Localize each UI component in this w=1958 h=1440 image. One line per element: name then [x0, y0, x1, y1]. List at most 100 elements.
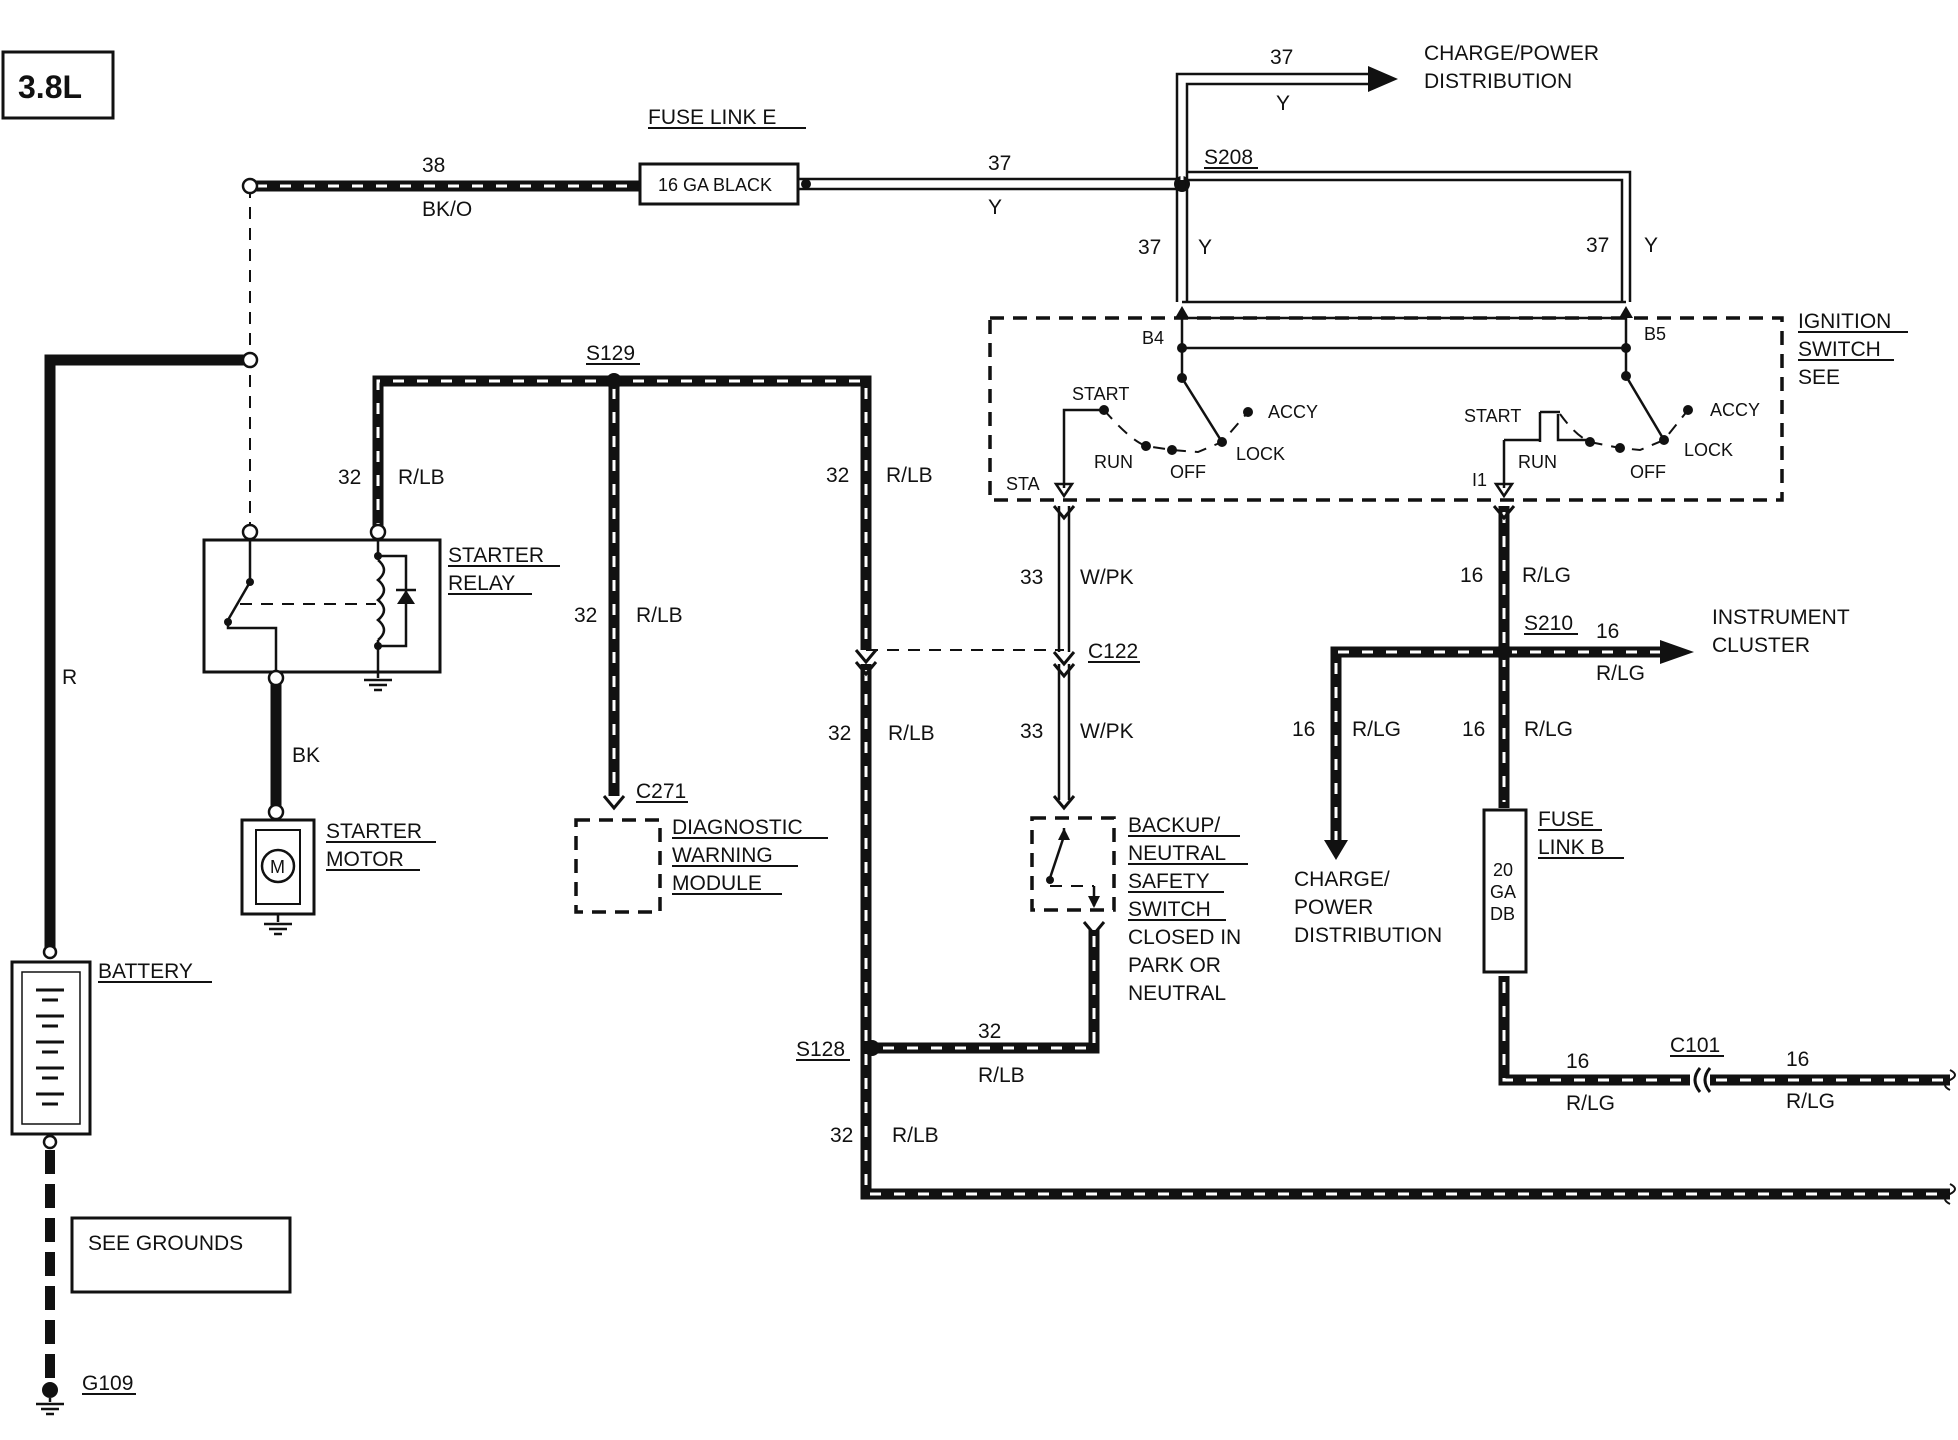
diag-module-title-3: MODULE	[672, 872, 762, 895]
connector-c101	[1693, 1067, 1702, 1093]
wire-37-top-color: Y	[1276, 92, 1290, 115]
wire-32-mid-number: 32	[828, 722, 851, 745]
wire-33-lower-color: W/PK	[1080, 720, 1134, 743]
fuse-link-b-rating-3: DB	[1490, 904, 1515, 924]
wire-33-lower-number: 33	[1020, 720, 1043, 743]
splice-s128-label: S128	[796, 1038, 845, 1061]
wire-32-s129-network	[372, 375, 1950, 1200]
connector-c122	[1052, 651, 1076, 667]
instrument-cluster-2: CLUSTER	[1712, 634, 1810, 657]
wire-33-wpk	[1057, 506, 1071, 800]
wire-32-lower-color: R/LB	[892, 1124, 939, 1147]
fuse-link-b-rating-1: 20	[1493, 860, 1513, 880]
diag-module-title-2: WARNING	[672, 844, 773, 867]
splice-s129	[606, 373, 622, 389]
right-run-label: RUN	[1518, 452, 1557, 472]
wire-38-number: 38	[422, 154, 445, 177]
wire-32-diag-number: 32	[574, 604, 597, 627]
wire-33-upper-number: 33	[1020, 566, 1043, 589]
battery[interactable]	[10, 960, 92, 1136]
wire-32-mid-color: R/LB	[888, 722, 935, 745]
ignition-switch-see: SEE	[1798, 366, 1840, 389]
splice-s210-label: S210	[1524, 612, 1573, 635]
wire-37-to-b5	[1187, 170, 1632, 302]
fuse-link-b	[1482, 808, 1528, 974]
wire-16-ic-color: R/LG	[1596, 662, 1645, 685]
arrow-charge-power-top	[1368, 66, 1398, 92]
wire-16-fuse-number: 16	[1462, 718, 1485, 741]
wire-32-relay-color: R/LB	[398, 466, 445, 489]
diag-module-title-1: DIAGNOSTIC	[672, 816, 803, 839]
fuse-link-e	[638, 162, 800, 206]
splice-s210	[1496, 644, 1512, 660]
wire-33-upper-color: W/PK	[1080, 566, 1134, 589]
starter-relay-title-1: STARTER	[448, 544, 544, 567]
fuse-link-e-title: FUSE LINK E	[648, 106, 776, 129]
see-grounds-box	[70, 1216, 292, 1294]
wire-37-to-charge-power	[1175, 72, 1370, 184]
right-lock-label: LOCK	[1684, 440, 1733, 460]
ignition-right-contacts	[1502, 375, 1693, 488]
wire-32-s128-color: R/LB	[978, 1064, 1025, 1087]
backup-switch-title-4: SWITCH	[1128, 898, 1211, 921]
starter-relay[interactable]	[202, 538, 442, 674]
connector-c271-label: C271	[636, 780, 686, 803]
wire-16-upper-color: R/LG	[1522, 564, 1571, 587]
right-accy-label: ACCY	[1710, 400, 1760, 420]
wire-16-c101	[1498, 976, 1950, 1086]
starter-relay-title-2: RELAY	[448, 572, 515, 595]
wire-37-y	[798, 177, 1180, 191]
wire-16-c101-left-number: 16	[1566, 1050, 1589, 1073]
fuse-link-b-rating-2: GA	[1490, 882, 1516, 902]
ground-g109-label: G109	[82, 1372, 133, 1395]
ignition-switch-title-2: SWITCH	[1798, 338, 1881, 361]
fuse-link-e-rating: 16 GA BLACK	[658, 175, 772, 195]
right-off-label: OFF	[1630, 462, 1666, 482]
splice-s128	[864, 1040, 880, 1056]
connector-c101-label: C101	[1670, 1034, 1720, 1057]
backup-switch-note-2: PARK OR	[1128, 954, 1221, 977]
wire-16-fuse-color: R/LG	[1524, 718, 1573, 741]
backup-neutral-safety-switch[interactable]	[1030, 816, 1116, 912]
left-run-label: RUN	[1094, 452, 1133, 472]
starter-motor-title-1: STARTER	[326, 820, 422, 843]
wire-16-c101-left-color: R/LG	[1566, 1092, 1615, 1115]
backup-switch-title-1: BACKUP/	[1128, 814, 1220, 837]
charge-power-left-1: CHARGE/	[1294, 868, 1390, 891]
wire-32-upper-right-number: 32	[826, 464, 849, 487]
wire-37-top-number: 37	[1270, 46, 1293, 69]
wire-16-cp-number: 16	[1292, 718, 1315, 741]
charge-power-left-3: DISTRIBUTION	[1294, 924, 1442, 947]
backup-switch-note-3: NEUTRAL	[1128, 982, 1226, 1005]
wire-32-relay-number: 32	[338, 466, 361, 489]
wire-37-color: Y	[988, 196, 1002, 219]
starter-motor-title-2: MOTOR	[326, 848, 404, 871]
fuse-link-b-title-2: LINK B	[1538, 836, 1605, 859]
left-off-label: OFF	[1170, 462, 1206, 482]
starter-motor-symbol: M	[270, 857, 285, 877]
splice-s129-label: S129	[586, 342, 635, 365]
node-battery-feed	[241, 351, 259, 369]
backup-switch-title-2: NEUTRAL	[1128, 842, 1226, 865]
arrow-instrument-cluster	[1660, 640, 1694, 664]
wire-bk-label: BK	[292, 744, 320, 767]
wire-32-upper-right-color: R/LB	[886, 464, 933, 487]
backup-switch-note-1: CLOSED IN	[1128, 926, 1241, 949]
wire-r-battery	[44, 354, 250, 948]
engine-label-box	[1, 50, 115, 120]
wire-37-b4-number: 37	[1138, 236, 1161, 259]
terminal-i1: I1	[1472, 470, 1487, 490]
instrument-cluster-1: INSTRUMENT	[1712, 606, 1850, 629]
wire-37-b4-color: Y	[1198, 236, 1212, 259]
terminal-b5: B5	[1644, 324, 1666, 344]
wire-32-lower-number: 32	[830, 1124, 853, 1147]
arrow-charge-power-left	[1324, 840, 1348, 860]
wire-16-c101-right-color: R/LG	[1786, 1090, 1835, 1113]
wire-37-b5-color: Y	[1644, 234, 1658, 257]
diagnostic-warning-module[interactable]	[574, 818, 662, 914]
wire-16-c101-right-number: 16	[1786, 1048, 1809, 1071]
left-start-label: START	[1072, 384, 1129, 404]
wire-16-ic-number: 16	[1596, 620, 1619, 643]
wire-32-diag-color: R/LB	[636, 604, 683, 627]
